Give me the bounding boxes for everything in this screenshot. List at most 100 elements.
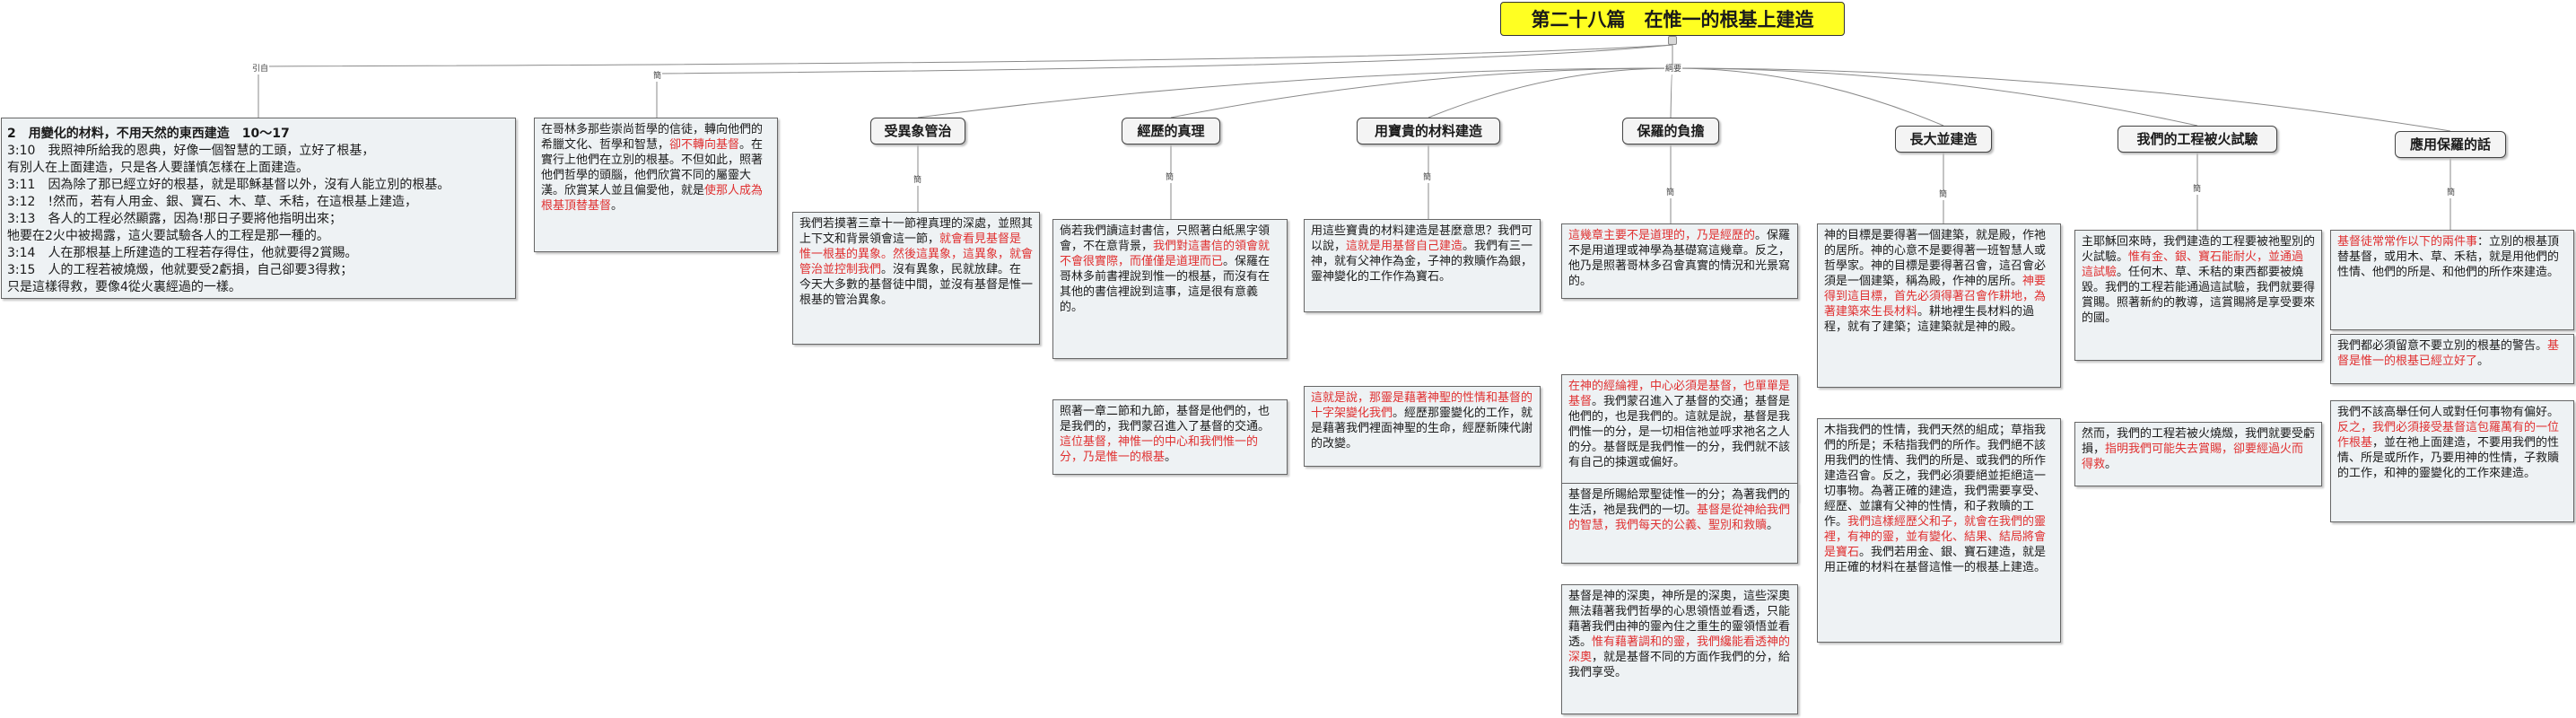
connector-label-intro: 簡 <box>652 72 663 82</box>
note-highlight: 我們對這書信的領會就不會很實際，而僅僅是道理而已 <box>1060 240 1271 268</box>
note-vision-1[interactable]: 我們若摸著三章十一節裡真理的深處，並照其上下文和背景領會這一節，就會看見基督是惟… <box>792 212 1040 345</box>
note-highlight: 卻不轉向基督 <box>669 138 740 152</box>
note-text: 我們不該高舉任何人或對任何事物有偏好。 <box>2337 406 2560 419</box>
topic-experienced-truth[interactable]: 經歷的真理 <box>1122 118 1220 144</box>
note-text: 木指我們的性情，我們天然的組成；草指我們的所是；禾秸指我們的所作。我們絕不該用我… <box>1824 424 2047 529</box>
note-text: 。 <box>2477 355 2490 368</box>
note-text: 。在實行上他們在立別的根基。不但如此，照著他們哲學的頭腦，他們欣賞不同的屬靈大漢… <box>541 138 764 197</box>
verses-note[interactable]: 2 用變化的材料，不用天然的東西建造 10～17 3:10 我照神所給我的恩典，… <box>1 118 516 299</box>
connector-label-child: 簡 <box>1938 190 1949 200</box>
connector-topic-3 <box>1670 67 1673 118</box>
collapse-handle[interactable] <box>1668 36 1677 45</box>
note-text: 我們都必須留意不要立別的根基的警告。 <box>2337 339 2548 353</box>
verse-line: 有別人在上面建造，只是各人要謹慎怎樣在上面建造。 <box>7 161 309 175</box>
connector-intro <box>656 44 1673 118</box>
note-text: 。 <box>611 199 624 213</box>
note-highlight: 指明我們可能失去賞賜，卻要經過火而得救 <box>2082 442 2304 471</box>
note-text: 在哥林多那些崇尚哲學的信徒，轉向他們的希臘文化、哲學和智慧， <box>541 123 764 152</box>
central-topic[interactable]: 第二十八篇 在惟一的根基上建造 <box>1500 2 1845 36</box>
note-highlight: 神要得到這目標，首先必須得著召會作耕地，為著建築來生長材料 <box>1824 275 2047 319</box>
note-highlight: 就會看見基督是惟一根基的異象。然後這異象，這異象，就會管治並控制我們 <box>799 232 1034 276</box>
verse-line: 3:11 因為除了那已經立好的根基，就是耶穌基督以外，沒有人能立別的根基。 <box>7 178 450 192</box>
note-highlight: 惟有藉著調和的靈，我們纔能看透神的深奧 <box>1568 635 1791 664</box>
note-grow-1[interactable]: 神的目標是要得著一個建築，就是殿，作祂的居所。神的心意不是要得著一班智慧人或哲學… <box>1817 223 2061 388</box>
connector-topic-0 <box>917 67 1673 118</box>
note-truth-2[interactable]: 照著一章二節和九節，基督是他們的，也是我們的，我們蒙召進入了基督的交通。這位基督… <box>1052 399 1288 475</box>
note-text: ：立別的根基頂替基督，或用木、草、禾秸，就是用他們的性情、他們的所是、和他們的所… <box>2337 235 2560 279</box>
note-fire-2[interactable]: 然而，我們的工程若被火燒燬，我們就要受虧損，指明我們可能失去賞賜，卻要經過火而得… <box>2074 422 2322 486</box>
note-text: ，並在祂上面建造，不要用我們的性情、所是或所作，乃要用神的性情，子救贖的工作，和… <box>2337 436 2560 480</box>
note-text: 。 <box>1767 519 1779 532</box>
verse-line: 3:10 我照神所給我的恩典，好像一個智慧的工頭，立好了根基， <box>7 144 375 158</box>
note-text: 照著一章二節和九節，基督是他們的，也是我們的，我們蒙召進入了基督的交通。 <box>1060 405 1271 433</box>
note-text: 。耕地裡生長材料的過程，就有了建築；這建築就是神的殿。 <box>1824 305 2035 334</box>
topic-grow-and-build[interactable]: 長大並建造 <box>1895 126 1992 153</box>
note-text: 。我們有三一神，就有父神作為金，子神的救贖作為銀，靈神變化的工作作為寶石。 <box>1311 240 1533 284</box>
connector-label-child: 簡 <box>2192 185 2203 195</box>
connector-topic-5 <box>1672 67 2198 127</box>
note-truth-1[interactable]: 倘若我們讀這封書信，只照著白紙黑字領會，不在意背景，我們對這書信的領會就不會很實… <box>1052 219 1288 359</box>
note-highlight: 基督是惟一的根基已經立好了 <box>2337 339 2560 368</box>
verse-line: 3:12 !然而，若有人用金、銀、寶石、木、草、禾秸，在這根基上建造， <box>7 195 418 209</box>
connector-label-child: 簡 <box>2446 188 2457 198</box>
note-highlight: 這就是說，那靈是藉著神聖的性情和基督的十字架變化我們 <box>1311 391 1533 420</box>
connector-topic-1 <box>1170 67 1673 118</box>
note-apply-2[interactable]: 我們都必須留意不要立別的根基的警告。基督是惟一的根基已經立好了。 <box>2330 334 2574 384</box>
note-apply-1[interactable]: 基督徒常常作以下的兩件事：立別的根基頂替基督，或用木、草、禾秸，就是用他們的性情… <box>2330 230 2574 330</box>
note-text: 用這些寶貴的材料建造是甚麼意思？我們可以說， <box>1311 224 1533 253</box>
note-burden-4[interactable]: 基督是神的深奧，神所是的深奧，這些深奧無法藉著我們哲學的心思領悟並看透，只能藉著… <box>1561 584 1798 714</box>
verses-heading: 2 用變化的材料，不用天然的東西建造 10～17 <box>7 127 290 141</box>
note-text: 。沒有異象，民就放肆。在今天大多數的基督徒中間，並沒有基督是惟一根基的管治異象。 <box>799 263 1034 307</box>
connector-label-child: 簡 <box>1422 173 1433 183</box>
note-text: 基督是神的深奧，神所是的深奧，這些深奧無法藉著我們哲學的心思領悟並看透，只能藉著… <box>1568 590 1791 649</box>
note-text: 我們若摸著三章十一節裡真理的深處，並照其上下文和背景領會這一節， <box>799 217 1034 246</box>
note-grow-2[interactable]: 木指我們的性情，我們天然的組成；草指我們的所是；禾秸指我們的所作。我們絕不該用我… <box>1817 418 2061 643</box>
note-materials-1[interactable]: 用這些寶貴的材料建造是甚麼意思？我們可以說，這就是用基督自己建造。我們有三一神，… <box>1304 219 1541 312</box>
topic-apply-pauls-word[interactable]: 應用保羅的話 <box>2395 131 2506 158</box>
note-burden-2[interactable]: 在神的經綸裡，中心必須是基督，也單單是基督。我們蒙召進入了基督的交通；基督是他們… <box>1561 374 1798 502</box>
topic-pauls-burden[interactable]: 保羅的負擔 <box>1622 118 1719 144</box>
connector-label-outline: 綱要 <box>1664 65 1683 74</box>
note-materials-2[interactable]: 這就是說，那靈是藉著神聖的性情和基督的十字架變化我們。經歷那靈變化的工作，就是藉… <box>1304 386 1541 467</box>
topic-vision-governs[interactable]: 受異象管治 <box>870 118 965 144</box>
note-text: 神的目標是要得著一個建築，就是殿，作祂的居所。神的心意不是要得著一班智慧人或哲學… <box>1824 229 2047 288</box>
note-burden-1[interactable]: 這幾章主要不是道理的，乃是經歷的。保羅不是用道理或神學為基礎寫這幾章。反之，他乃… <box>1561 223 1798 299</box>
note-highlight: 這幾章主要不是道理的，乃是經歷的 <box>1568 229 1756 242</box>
note-highlight: 反之，我們必須接受基督這包羅萬有的一位作根基 <box>2337 421 2560 450</box>
connector-label-child: 簡 <box>913 176 923 186</box>
note-text: 。經歷那靈變化的工作，就是藉著我們裡面神聖的生命，經歷新陳代謝的改變。 <box>1311 407 1533 451</box>
note-text: 。保羅在哥林多前書裡說到惟一的根基，而沒有在其他的書信裡說到這事，這是很有意義的… <box>1060 255 1271 314</box>
verse-line: 只是這樣得救，要像4從火裏經過的一樣。 <box>7 280 241 294</box>
note-text: 然而，我們的工程若被火燒燬，我們就要受虧損， <box>2082 427 2316 456</box>
note-fire-1[interactable]: 主耶穌回來時，我們建造的工程要被祂聖別的火試驗。惟有金、銀、寶石能耐火，並通過這… <box>2074 230 2322 361</box>
note-text: 。 <box>1165 451 1177 464</box>
note-text: 。任何木、草、禾秸的東西都要被燒毀。我們的工程若能通過這試驗，我們就要得賞賜。照… <box>2082 266 2316 325</box>
verse-line: 3:15 人的工程若被燒燬，他就要受2虧損，自己卻要3得救； <box>7 263 354 277</box>
note-text: 。我們蒙召進入了基督的交通；基督是他們的，也是我們的。這就是說，基督是我們惟一的… <box>1568 395 1791 469</box>
topic-work-tested-by-fire[interactable]: 我們的工程被火試驗 <box>2118 126 2277 153</box>
note-highlight: 我們這樣經歷父和子，就會在我們的靈裡，有神的靈，並有變化、結果、結局將會是寶石 <box>1824 515 2047 559</box>
connector-topic-2 <box>1428 67 1673 118</box>
connector-topic-6 <box>1672 67 2451 132</box>
note-text: 。 <box>2105 458 2118 471</box>
note-highlight: 基督是從神給我們的智慧，我們每天的公義、聖別和救贖 <box>1568 503 1791 532</box>
note-text: 倘若我們讀這封書信，只照著白紙黑字領會，不在意背景， <box>1060 224 1271 253</box>
note-highlight: 惟有金、銀、寶石能耐火，並通過這試驗 <box>2082 250 2304 279</box>
connector-label-child: 簡 <box>1165 173 1175 183</box>
verse-line: 牠要在2火中被揭露，這火要試驗各人的工程是那一種的。 <box>7 229 329 243</box>
connector-quote <box>258 44 1673 118</box>
note-burden-3[interactable]: 基督是所賜給眾聖徒惟一的分；為著我們的生活，祂是我們的一切。基督是從神給我們的智… <box>1561 483 1798 564</box>
note-text: 。保羅不是用道理或神學為基礎寫這幾章。反之，他乃是照著哥林多召會真實的情況和光景… <box>1568 229 1791 288</box>
note-text: 基督是所賜給眾聖徒惟一的分；為著我們的生活，祂是我們的一切。 <box>1568 488 1791 517</box>
verse-line: 3:14 人在那根基上所建造的工程若存得住，他就要得2賞賜。 <box>7 246 358 260</box>
note-highlight: 這位基督，神惟一的中心和我們惟一的分，乃是惟一的根基 <box>1060 435 1259 464</box>
topic-build-precious-materials[interactable]: 用寶貴的材料建造 <box>1357 118 1500 144</box>
intro-note[interactable]: 在哥林多那些崇尚哲學的信徒，轉向他們的希臘文化、哲學和智慧，卻不轉向基督。在實行… <box>534 118 778 252</box>
note-text: ，就是基督不同的方面作我們的分，給我們享受。 <box>1568 651 1791 679</box>
note-highlight: 基督徒常常作以下的兩件事 <box>2337 235 2478 249</box>
note-apply-3[interactable]: 我們不該高舉任何人或對任何事物有偏好。反之，我們必須接受基督這包羅萬有的一位作根… <box>2330 400 2574 522</box>
connector-label-quote: 引自 <box>251 65 270 74</box>
note-text: 。我們若用金、銀、寶石建造，就是用正確的材料在基督這惟一的根基上建造。 <box>1824 546 2047 574</box>
verse-line: 3:13 各人的工程必然顯露，因為!那日子要將他指明出來； <box>7 212 343 226</box>
connector-label-child: 簡 <box>1665 188 1676 198</box>
